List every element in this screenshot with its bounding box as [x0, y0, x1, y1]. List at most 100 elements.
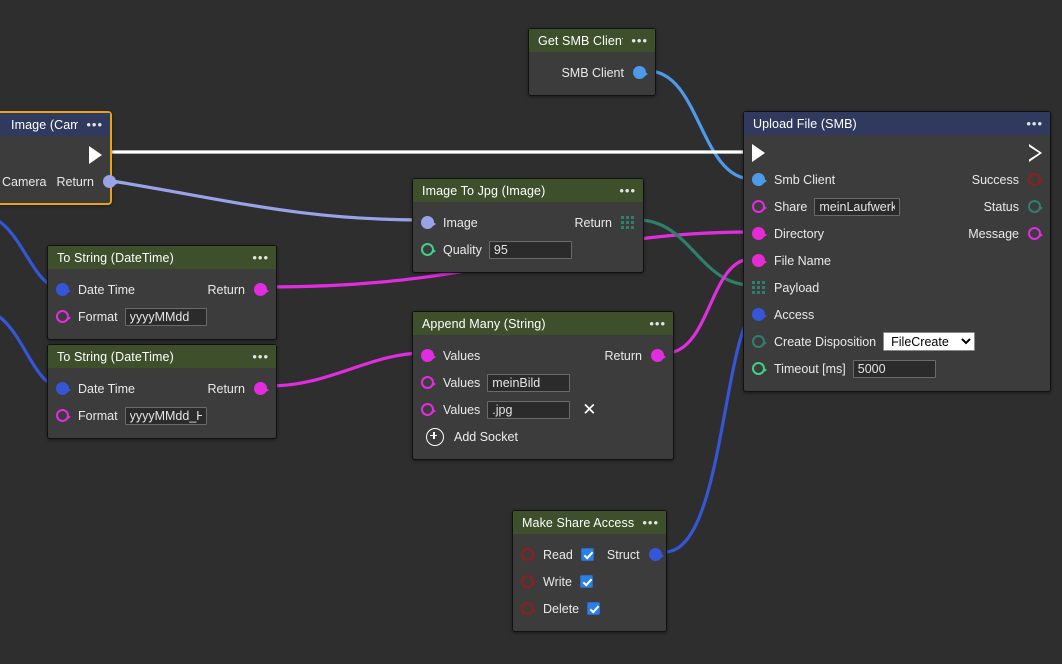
port-status-out[interactable]: [1028, 200, 1043, 213]
read-checkbox[interactable]: [580, 548, 594, 561]
node-header[interactable]: To String (DateTime) •••: [48, 246, 276, 269]
port-access-in[interactable]: [752, 308, 767, 321]
node-body: SMB Client: [529, 52, 655, 95]
row-read: Read Struct: [513, 541, 666, 568]
row-date-time: Date Time Return: [48, 375, 276, 402]
port-struct-out[interactable]: [648, 548, 664, 561]
row-format: Format: [48, 303, 276, 330]
row-access: Access: [744, 301, 1050, 328]
node-header[interactable]: To String (DateTime) •••: [48, 345, 276, 368]
node-make-share-access[interactable]: Make Share Access ••• Read Struct Write …: [512, 510, 667, 632]
port-label: Image: [443, 215, 478, 230]
add-socket-button[interactable]: Add Socket: [413, 423, 673, 450]
port-image-in[interactable]: [421, 216, 436, 229]
row-format: Format: [48, 402, 276, 429]
port-date-time-in[interactable]: [56, 283, 71, 296]
node-menu-icon[interactable]: •••: [252, 249, 269, 265]
port-file-name-in[interactable]: [752, 254, 767, 267]
node-menu-icon[interactable]: •••: [1026, 115, 1043, 131]
port-delete-in[interactable]: [521, 602, 536, 615]
port-values-in-0[interactable]: [421, 349, 436, 362]
format-input[interactable]: [124, 307, 207, 326]
node-title: Get SMB Client: [538, 33, 624, 48]
node-title: Upload File (SMB): [753, 116, 857, 131]
node-menu-icon[interactable]: •••: [619, 182, 636, 198]
port-return-out[interactable]: [621, 216, 634, 229]
node-header[interactable]: Image (Camera) •••: [0, 113, 110, 136]
port-directory-in[interactable]: [752, 227, 767, 240]
port-payload-in[interactable]: [752, 281, 765, 294]
port-read-in[interactable]: [521, 548, 536, 561]
write-checkbox[interactable]: [579, 575, 593, 588]
row-date-time: Date Time Return: [48, 276, 276, 303]
wire-shareaccess-to-access: [664, 311, 753, 554]
port-label: Create Disposition: [774, 334, 877, 349]
node-header[interactable]: Image To Jpg (Image) •••: [413, 179, 643, 202]
port-label: Timeout [ms]: [774, 361, 846, 376]
port-success-out[interactable]: [1028, 173, 1043, 186]
port-label: Date Time: [78, 282, 135, 297]
node-header[interactable]: Upload File (SMB) •••: [744, 112, 1050, 135]
exec-out-arrow-icon[interactable]: [1029, 144, 1042, 162]
node-to-string-datetime-1[interactable]: To String (DateTime) ••• Date Time Retur…: [47, 245, 277, 340]
port-label: Return: [207, 282, 245, 297]
port-smb-client-in[interactable]: [752, 173, 767, 186]
row-create-disposition: Create Disposition FileCreate: [744, 328, 1050, 355]
node-menu-icon[interactable]: •••: [86, 116, 103, 132]
port-return-out[interactable]: [254, 382, 269, 395]
port-smb-client-out[interactable]: [633, 66, 648, 79]
port-label: Values: [443, 348, 481, 363]
node-header[interactable]: Get SMB Client •••: [529, 29, 655, 52]
remove-socket-button[interactable]: ✕: [582, 399, 597, 419]
values-input-1[interactable]: [487, 373, 571, 392]
node-upload-file-smb[interactable]: Upload File (SMB) ••• Smb Client Success…: [743, 111, 1051, 392]
node-header[interactable]: Make Share Access •••: [513, 511, 666, 534]
port-label: Values: [443, 375, 481, 390]
port-label: Message: [968, 226, 1019, 241]
port-values-in-1[interactable]: [421, 376, 436, 389]
node-title: Image To Jpg (Image): [422, 183, 546, 198]
share-input[interactable]: [814, 197, 901, 216]
port-create-disposition-in[interactable]: [752, 335, 767, 348]
port-quality-in[interactable]: [421, 243, 436, 256]
create-disposition-select[interactable]: FileCreate: [883, 332, 976, 351]
port-return-out[interactable]: [651, 349, 666, 362]
port-label-return: Return: [56, 174, 94, 189]
node-menu-icon[interactable]: •••: [649, 315, 666, 331]
port-share-in[interactable]: [752, 200, 767, 213]
node-append-many-string[interactable]: Append Many (String) ••• Values Return V…: [412, 311, 674, 460]
port-format-in[interactable]: [56, 310, 71, 323]
port-write-in[interactable]: [521, 575, 536, 588]
node-body: Smb Client Success Share Status Director…: [744, 135, 1050, 391]
port-label: Write: [543, 574, 572, 589]
row-directory: Directory Message: [744, 220, 1050, 247]
values-input-2[interactable]: [487, 400, 571, 419]
port-date-time-in[interactable]: [56, 382, 71, 395]
delete-checkbox[interactable]: [587, 602, 601, 615]
node-menu-icon[interactable]: •••: [631, 32, 648, 48]
port-values-in-2[interactable]: [421, 403, 436, 416]
node-title: To String (DateTime): [57, 349, 174, 364]
port-label: Date Time: [78, 381, 135, 396]
port-timeout-in[interactable]: [752, 362, 767, 375]
node-header[interactable]: Append Many (String) •••: [413, 312, 673, 335]
quality-input[interactable]: [488, 240, 572, 259]
exec-out-arrow-icon[interactable]: [89, 146, 102, 164]
node-body: Camera Return: [0, 136, 118, 203]
node-get-smb-client[interactable]: Get SMB Client ••• SMB Client: [528, 28, 656, 96]
node-image-to-jpg[interactable]: Image To Jpg (Image) ••• Image Return Qu…: [412, 178, 644, 273]
port-return-out[interactable]: [254, 283, 269, 296]
node-image-camera[interactable]: Image (Camera) ••• Camera Return: [0, 111, 118, 205]
port-camera-return-out[interactable]: [103, 175, 118, 188]
node-to-string-datetime-2[interactable]: To String (DateTime) ••• Date Time Retur…: [47, 344, 277, 439]
port-message-out[interactable]: [1028, 227, 1043, 240]
port-label: Return: [604, 348, 642, 363]
node-menu-icon[interactable]: •••: [642, 514, 659, 530]
port-format-in[interactable]: [56, 409, 71, 422]
exec-in-arrow-icon[interactable]: [752, 144, 765, 162]
port-label: Struct: [606, 547, 640, 562]
timeout-input[interactable]: [852, 359, 936, 378]
format-input[interactable]: [124, 406, 207, 425]
node-menu-icon[interactable]: •••: [252, 348, 269, 364]
